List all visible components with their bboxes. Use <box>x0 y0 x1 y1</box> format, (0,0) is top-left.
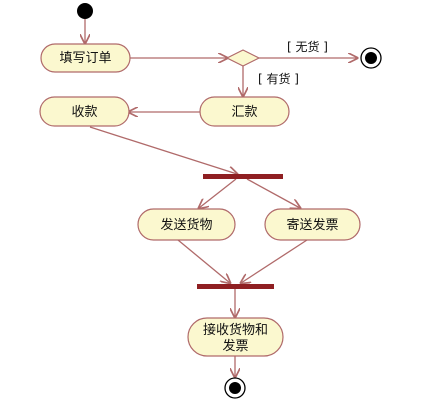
decision-node <box>225 49 261 67</box>
start-node <box>77 3 93 19</box>
arrow-fork-to-ship <box>199 178 237 208</box>
activity-receive-label-line1: 接收货物和 <box>203 322 268 338</box>
activity-collect-label: 收款 <box>71 105 97 120</box>
guard-in-stock: [ 有货 ] <box>258 71 299 86</box>
arrow-ship-to-join <box>177 239 230 283</box>
activity-receive-label-line2: 发票 <box>222 338 248 354</box>
fork-bar <box>203 174 283 179</box>
activity-send-invoice-label: 寄送发票 <box>286 217 338 233</box>
activity-fill-order: 填写订单 <box>40 43 131 73</box>
join-bar <box>197 284 274 289</box>
end-node-bottom <box>224 377 246 399</box>
activity-ship-goods: 发送货物 <box>137 208 236 241</box>
arrow-collect-to-fork <box>89 126 237 174</box>
arrow-invoice-to-join <box>241 239 308 283</box>
activity-receive-goods-invoice: 接收货物和 发票 <box>187 317 284 357</box>
activity-collect: 收款 <box>39 96 130 127</box>
activity-fill-order-label: 填写订单 <box>59 51 111 66</box>
activity-send-invoice: 寄送发票 <box>264 208 361 241</box>
arrow-fork-to-invoice <box>246 178 300 208</box>
end-node-top <box>360 47 382 69</box>
activity-remit-label: 汇款 <box>231 105 257 120</box>
activity-ship-goods-label: 发送货物 <box>160 217 212 233</box>
guard-no-stock: [ 无货 ] <box>287 39 328 54</box>
activity-remit: 汇款 <box>199 96 290 127</box>
